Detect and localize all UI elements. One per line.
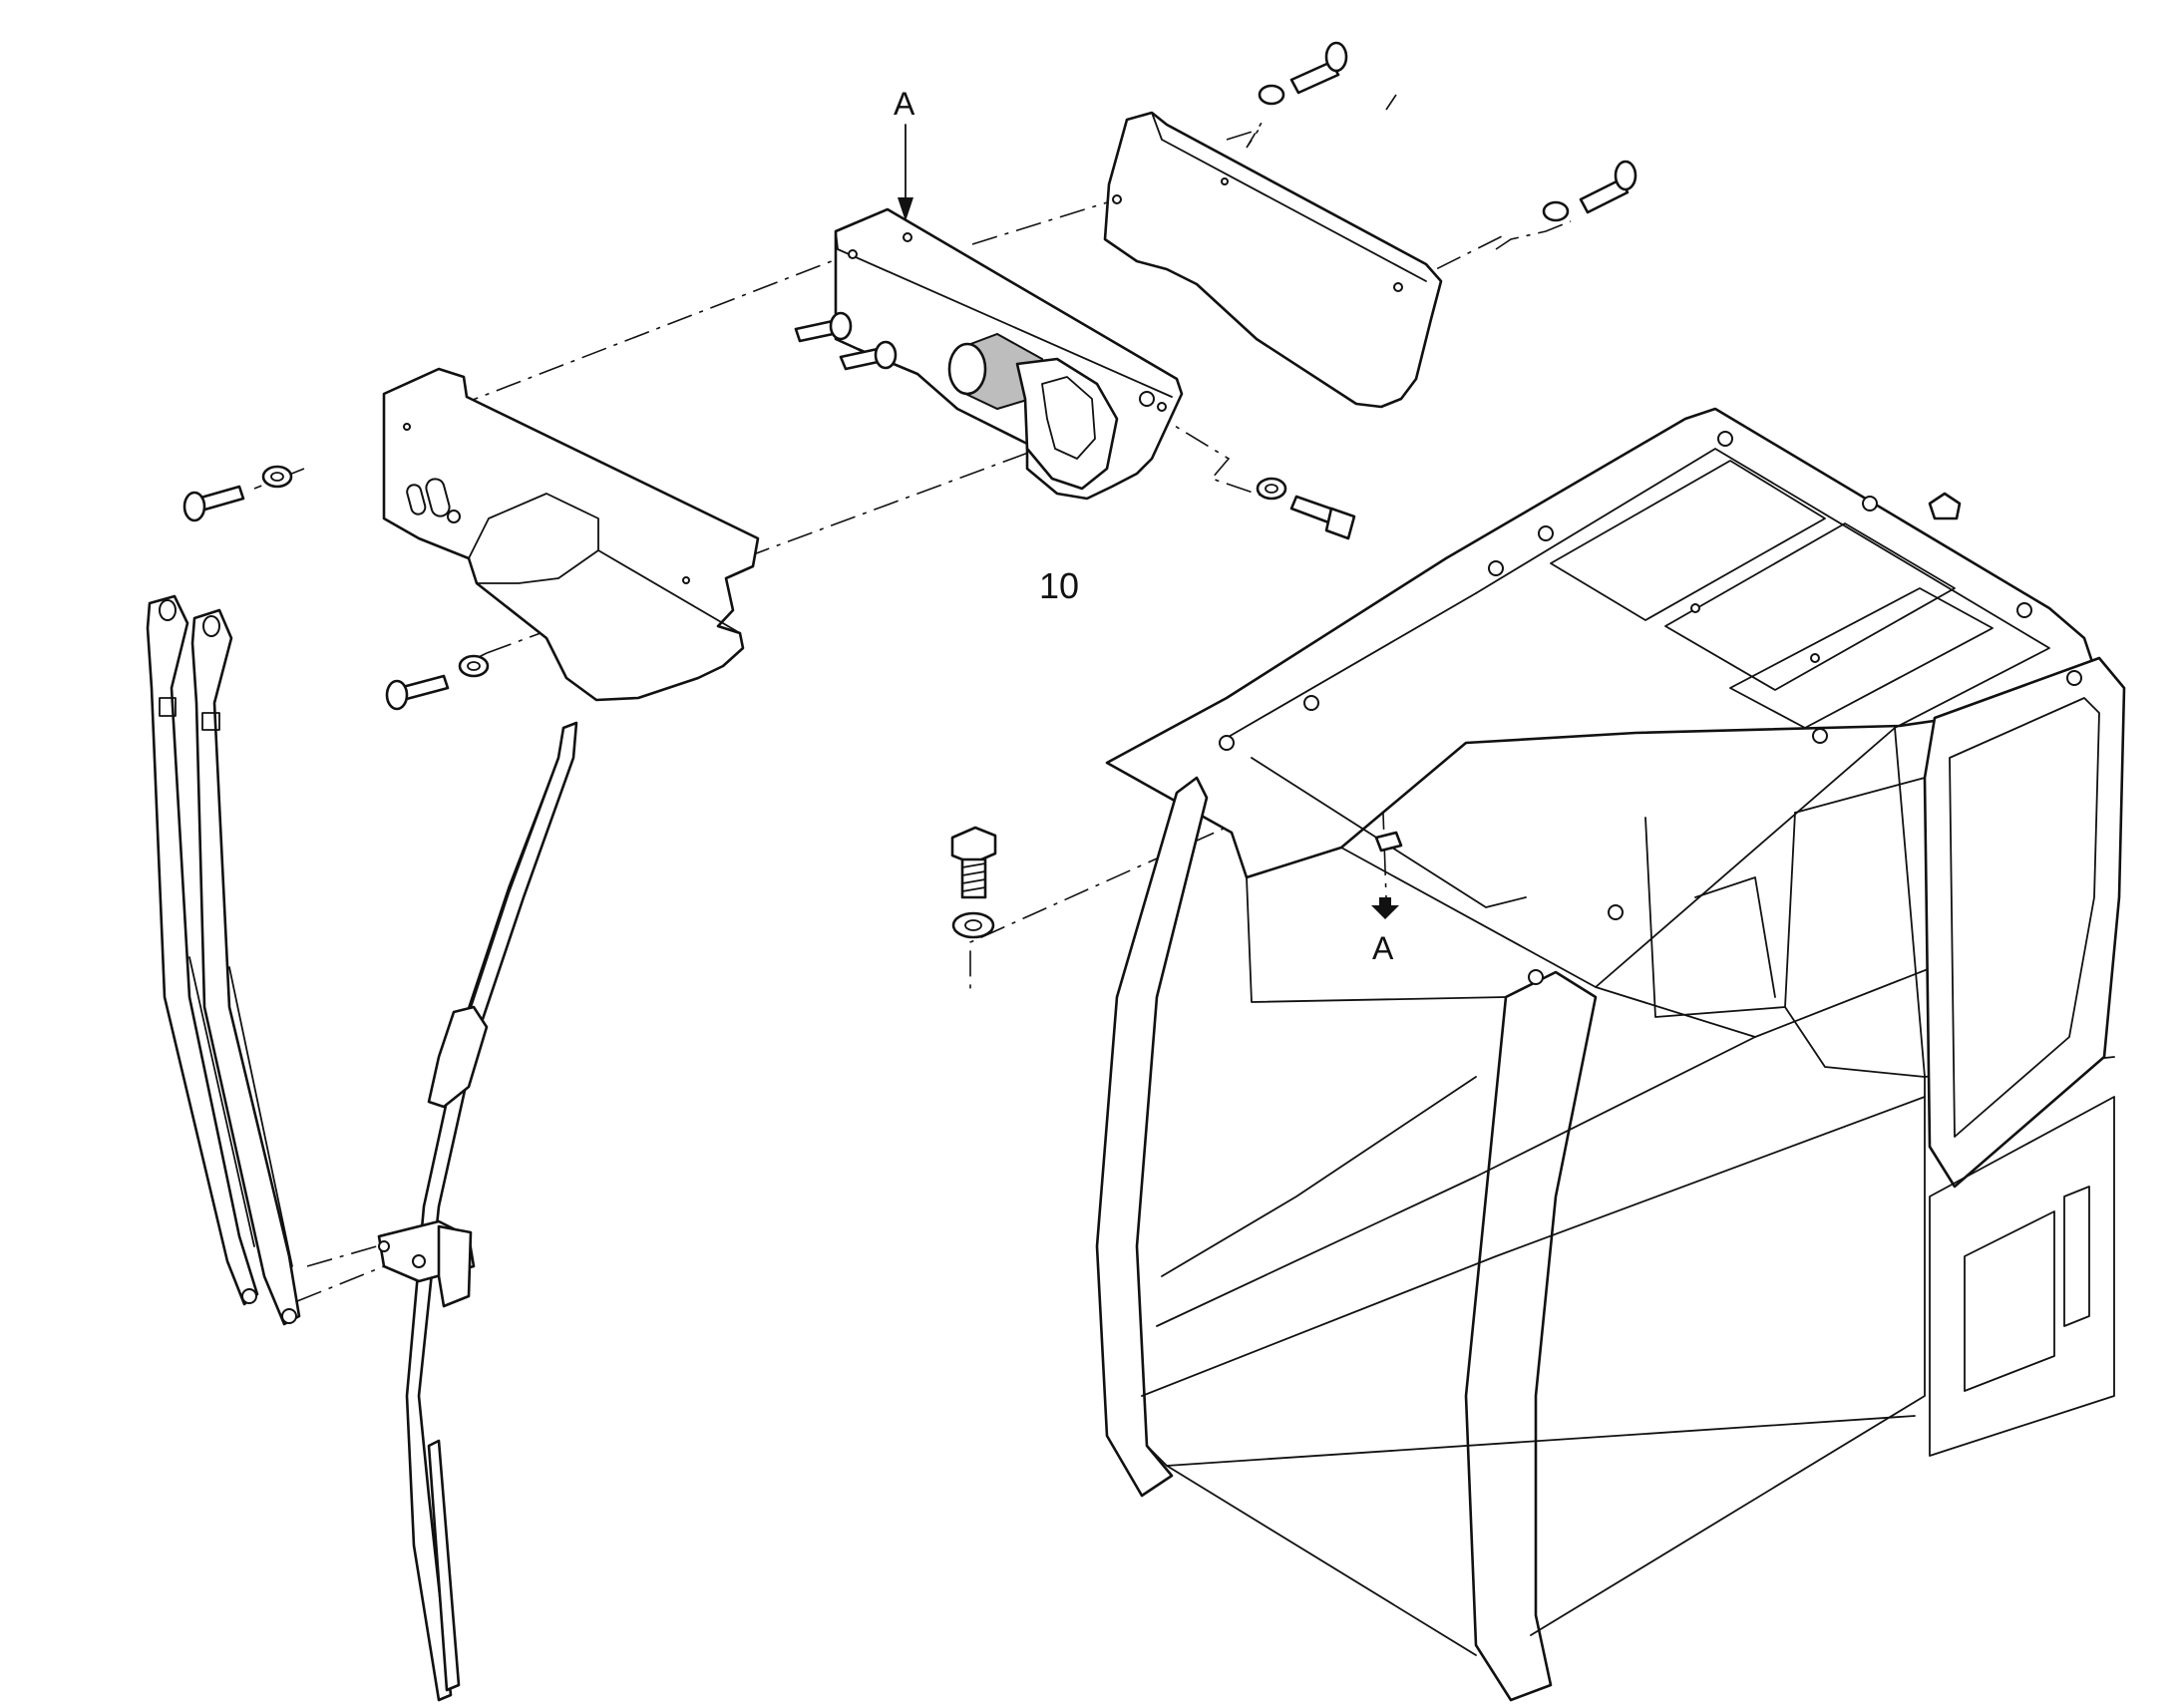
hex-bolt-cab	[950, 826, 997, 939]
front-wiper-cover	[382, 367, 760, 702]
callout-label-a-cab: A	[1372, 930, 1394, 966]
operator-cab-frame	[1095, 407, 2126, 1702]
bolt-bracket-right	[1256, 477, 1356, 540]
callout-label-a-top: A	[894, 86, 915, 122]
wiper-arm-right	[190, 608, 301, 1326]
part-number-label: 10	[1039, 565, 1079, 606]
screw-lower-left	[385, 654, 490, 711]
wiper-arm-left	[146, 594, 259, 1306]
callout-arrow-top	[898, 124, 913, 221]
screw-top-2	[1542, 160, 1637, 222]
rear-cover-plate	[1103, 111, 1443, 409]
fasteners	[182, 41, 1637, 939]
callout-arrow-cab	[1371, 897, 1399, 919]
wiper-blade	[377, 721, 578, 1702]
screw-top-1	[1258, 41, 1348, 106]
wiper-motor-bracket	[794, 207, 1184, 501]
wiper-arms	[146, 594, 301, 1326]
screw-upper-left	[182, 465, 293, 522]
